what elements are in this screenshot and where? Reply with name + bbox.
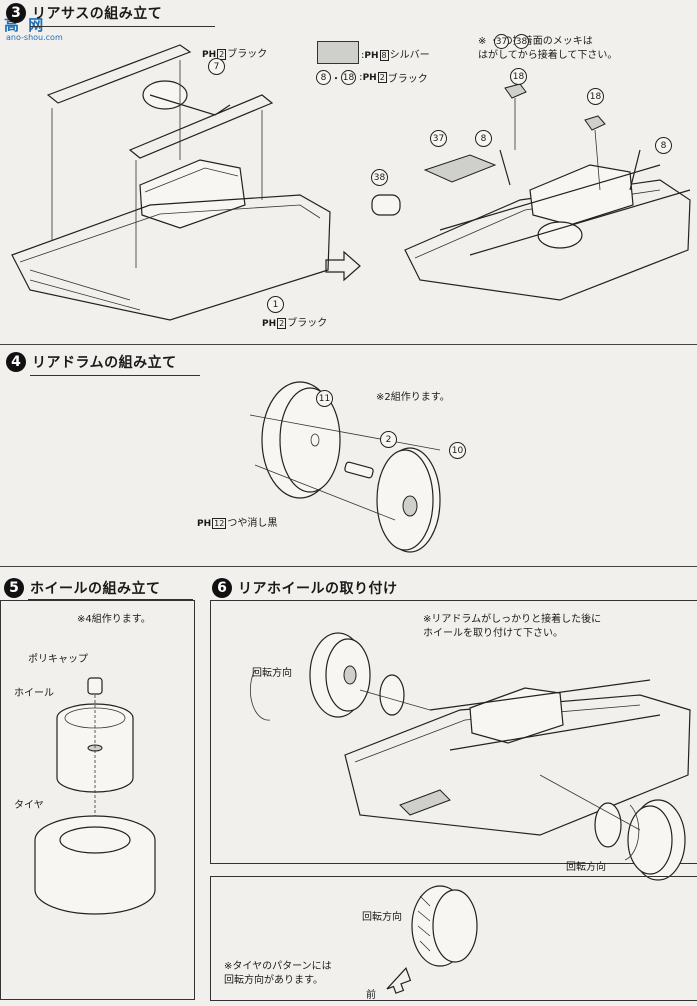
step3-number: 3	[6, 3, 26, 23]
step5-wheel-drawing	[34, 677, 156, 915]
callout-part-37: 37	[430, 130, 447, 147]
note-callout-37: 37	[494, 34, 509, 49]
divider-3-4	[0, 344, 697, 345]
rotation-direction-right: 回転方向	[566, 862, 606, 873]
inset-front-label: 前	[366, 990, 376, 1001]
divider-4-5	[0, 566, 697, 567]
step6-header: 6 リアホイールの取り付け	[212, 578, 398, 598]
step4-drum-drawing	[249, 381, 441, 553]
callout-part-11: 11	[316, 390, 333, 407]
step6-title: リアホイールの取り付け	[238, 581, 398, 597]
inset-rotation-direction: 回転方向	[362, 912, 402, 923]
step4-number: 4	[6, 352, 26, 372]
label-polycap: ポリキャップ	[28, 654, 88, 665]
step5-header: 5 ホイールの組み立て	[4, 578, 161, 598]
step3-right-assembly-drawing	[371, 83, 691, 301]
inset-tire-pattern-note: ※タイヤのパターンには 回転方向があります。	[224, 961, 332, 986]
step4-rule	[30, 375, 200, 376]
rotation-direction-left: 回転方向	[252, 668, 292, 679]
step5-number: 5	[4, 578, 24, 598]
step6-inset-tire-drawing	[386, 885, 478, 994]
callout-part-1: 1	[267, 296, 284, 313]
silver-swatch	[317, 41, 359, 64]
step6-number: 6	[212, 578, 232, 598]
callout-part-18-right: 18	[587, 88, 604, 105]
callout-part-2: 2	[380, 431, 397, 448]
callout-part-8-right: 8	[655, 137, 672, 154]
step3-rule	[30, 26, 215, 27]
step3-header: 3 リアサスの組み立て	[6, 3, 162, 23]
step6-assembly-drawing	[249, 632, 691, 881]
callout-part-38: 38	[371, 169, 388, 186]
step5-rule	[28, 599, 193, 600]
step4-note: ※2組作ります。	[376, 392, 450, 403]
callout-part-18-left: 18	[510, 68, 527, 85]
label-tire: タイヤ	[14, 800, 44, 811]
step6-note: ※リアドラムがしっかりと接着した後に ホイールを取り付けて下さい。	[423, 614, 602, 639]
step5-title: ホイールの組み立て	[30, 581, 161, 597]
step4-header: 4 リアドラムの組み立て	[6, 352, 177, 372]
step3-title: リアサスの組み立て	[32, 6, 163, 22]
step5-note: ※4組作ります。	[77, 614, 151, 625]
callout-part-8-left: 8	[475, 130, 492, 147]
callout-part-10: 10	[449, 442, 466, 459]
label-wheel: ホイール	[14, 688, 54, 699]
note-callout-38: 38	[514, 34, 529, 49]
step4-title: リアドラムの組み立て	[32, 355, 177, 371]
step3-left-assembly-drawing	[11, 44, 361, 321]
callout-part-7: 7	[208, 58, 225, 75]
step6-frame	[210, 600, 697, 864]
watermark-url: ano-shou.com	[6, 33, 63, 42]
